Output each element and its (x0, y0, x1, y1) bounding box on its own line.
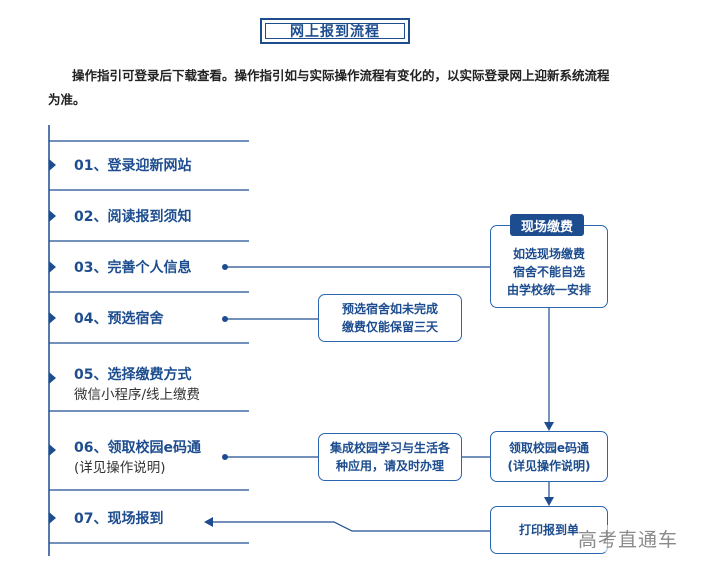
row-separators (49, 140, 249, 544)
step-marker (49, 444, 56, 456)
step-marker (49, 312, 56, 324)
step-marker (49, 210, 56, 222)
box-line: 领取校园e码通 (508, 440, 590, 455)
step-sublabel: (详见操作说明) (74, 460, 166, 476)
connector-line (212, 521, 490, 532)
page-title: 网上报到流程 (290, 24, 380, 40)
step-label: 07、现场报到 (74, 511, 164, 527)
intro-paragraph: 操作指引可登录后下载查看。操作指引如与实际操作流程有变化的，以实际登录网上迎新系… (48, 64, 678, 112)
watermark: 高考直通车 (578, 525, 679, 552)
arrow-head (544, 497, 554, 506)
step-07: 07、现场报到 (74, 509, 163, 529)
step-label: 05、选择缴费方式 (74, 367, 192, 383)
box-line: 如选现场缴费 (512, 246, 585, 261)
step-01: 01、登录迎新网站 (74, 156, 191, 176)
dorm-note-box: 预选宿舍如未完成 缴费仅能保留三天 (318, 294, 462, 342)
intro-line: 操作指引可登录后下载查看。操作指引如与实际操作流程有变化的，以实际登录网上迎新系… (72, 68, 610, 83)
arrow-head (544, 422, 554, 431)
step-label: 06、领取校园e码通 (74, 440, 201, 456)
title-frame: 网上报到流程 (260, 18, 410, 44)
box-line: 预选宿舍如未完成 (341, 302, 438, 316)
step-marker (49, 159, 56, 171)
box-line: 集成校园学习与生活各 (329, 441, 450, 455)
step-label: 04、预选宿舍 (74, 311, 164, 327)
step-label: 03、完善个人信息 (74, 260, 192, 276)
box-line: 由学校统一安排 (506, 282, 591, 297)
ecode-note-box: 集成校园学习与生活各 种应用，请及时办理 (318, 433, 462, 481)
step-marker (49, 261, 56, 273)
box-line: 种应用，请及时办理 (335, 459, 444, 473)
step-06: 06、领取校园e码通 (详见操作说明) (74, 438, 201, 478)
box-line: (详见操作说明) (507, 458, 591, 473)
intro-line: 为准。 (48, 92, 86, 107)
step-marker (49, 512, 56, 524)
onsite-payment-badge: 现场缴费 (510, 214, 584, 236)
onsite-payment-box: 如选现场缴费 宿舍不能自选 由学校统一安排 (490, 225, 608, 308)
step-03: 03、完善个人信息 (74, 258, 191, 278)
step-05: 05、选择缴费方式 微信小程序/线上缴费 (74, 365, 200, 405)
box-line: 缴费仅能保留三天 (341, 320, 438, 334)
step-label: 01、登录迎新网站 (74, 158, 192, 174)
box-line: 宿舍不能自选 (512, 264, 585, 279)
step-sublabel: 微信小程序/线上缴费 (74, 387, 201, 403)
step-markers (49, 159, 56, 524)
step-label: 02、阅读报到须知 (74, 209, 192, 225)
step-02: 02、阅读报到须知 (74, 207, 191, 227)
box-line: 打印报到单 (518, 523, 579, 537)
step-04: 04、预选宿舍 (74, 309, 163, 329)
arrow-head (204, 517, 213, 527)
step-marker (49, 372, 56, 384)
ecode-box: 领取校园e码通 (详见操作说明) (490, 431, 608, 482)
